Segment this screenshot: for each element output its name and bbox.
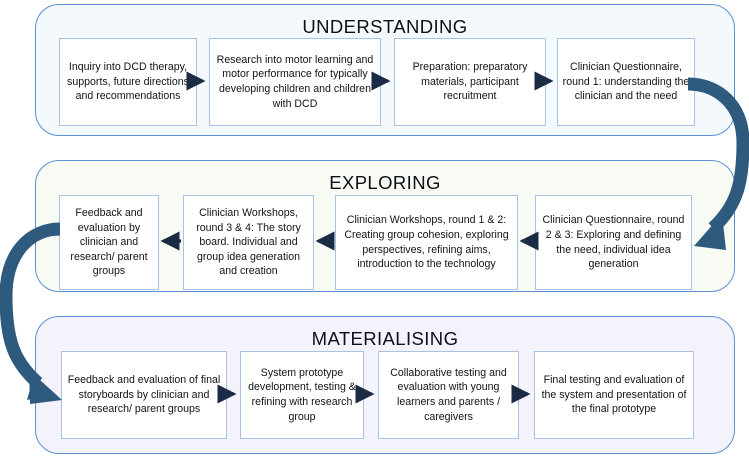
node-label: Preparation: preparatory materials, part… [412,61,528,103]
node-label: Feedback and evaluation by clinician and… [70,206,148,278]
phase-title-exploring: EXPLORING [329,172,441,193]
node-materialising-3[interactable]: Collaborative testing and evaluation wit… [378,351,519,439]
node-materialising-2[interactable]: System prototype development, testing & … [240,351,364,439]
node-materialising-4[interactable]: Final testing and evaluation of the syst… [534,351,694,439]
phase-exploring: EXPLORING Feedback and evaluation by cli… [35,160,735,292]
node-understanding-2[interactable]: Research into motor learning and motor p… [209,38,381,126]
node-label: Inquiry into DCD therapy, supports, futu… [67,61,189,103]
node-exploring-1[interactable]: Feedback and evaluation by clinician and… [59,195,159,290]
phase-title-understanding: UNDERSTANDING [302,16,468,37]
node-understanding-4[interactable]: Clinician Questionnaire, round 1: unders… [557,38,695,126]
node-label: Clinician Questionnaire, round 1: unders… [562,61,690,103]
node-label: Collaborative testing and evaluation wit… [390,366,507,423]
phase-understanding: UNDERSTANDING Inquiry into DCD therapy, … [35,4,735,136]
node-label: Final testing and evaluation of the syst… [541,374,687,416]
node-label: Clinician Questionnaire, round 2 & 3: Ex… [542,214,685,271]
node-label: Feedback and evaluation of final storybo… [67,374,221,416]
phase-title-materialising: MATERIALISING [311,328,459,349]
node-label: System prototype development, testing & … [248,366,356,423]
node-exploring-2[interactable]: Clinician Workshops, round 3 & 4: The st… [183,195,314,290]
phase-materialising: MATERIALISING Feedback and evaluation of… [35,316,735,454]
node-exploring-3[interactable]: Clinician Workshops, round 1 & 2: Creati… [335,195,518,290]
node-understanding-3[interactable]: Preparation: preparatory materials, part… [394,38,546,126]
node-label: Clinician Workshops, round 3 & 4: The st… [196,206,301,278]
node-exploring-4[interactable]: Clinician Questionnaire, round 2 & 3: Ex… [535,195,692,290]
node-label: Clinician Workshops, round 1 & 2: Creati… [344,214,509,271]
node-materialising-1[interactable]: Feedback and evaluation of final storybo… [61,351,227,439]
node-label: Research into motor learning and motor p… [216,53,374,110]
node-understanding-1[interactable]: Inquiry into DCD therapy, supports, futu… [59,38,197,126]
